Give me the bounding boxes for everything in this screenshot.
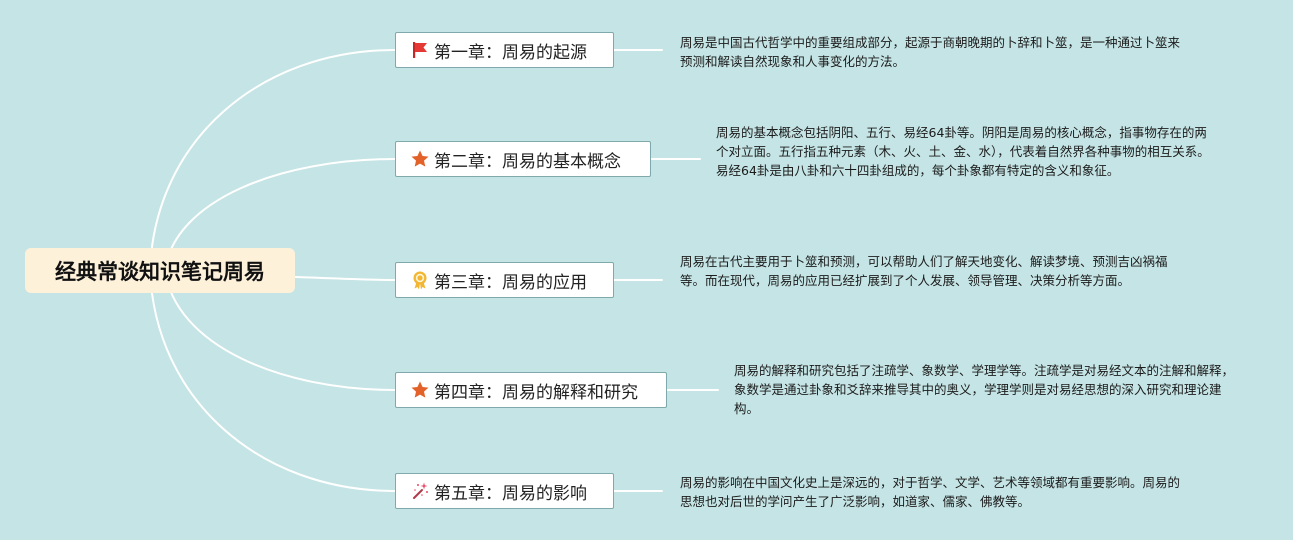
chapter-description-2: 周易的基本概念包括阴阳、五行、易经64卦等。阴阳是周易的核心概念，指事物存在的两…	[716, 125, 1210, 178]
star-icon	[410, 380, 430, 400]
star-icon	[410, 149, 430, 169]
chapter-description-5: 周易的影响在中国文化史上是深远的，对于哲学、文学、艺术等领域都有重要影响。周易的…	[680, 475, 1181, 509]
connector-root-ch5	[149, 269, 396, 492]
chapter-node-4[interactable]: 第四章：周易的解释和研究	[395, 372, 667, 408]
chapter-title-3: 第三章：周易的应用	[434, 272, 587, 293]
chapter-title-4: 第四章：周易的解释和研究	[434, 382, 638, 403]
root-topic-label: 经典常谈知识笔记周易	[55, 259, 265, 284]
medal-icon	[410, 270, 430, 290]
connector-root-ch4	[164, 269, 396, 391]
chapter-description-4: 周易的解释和研究包括了注疏学、象数学、学理学等。注疏学是对易经文本的注解和解释，…	[734, 363, 1235, 416]
chapter-title-2: 第二章：周易的基本概念	[434, 151, 621, 172]
chapter-title-5: 第五章：周易的影响	[434, 483, 587, 504]
chapter-description-3: 周易在古代主要用于卜筮和预测，可以帮助人们了解天地变化、解读梦境、预测吉凶祸福等…	[680, 254, 1168, 288]
connector-root-ch1	[149, 49, 396, 271]
chapter-node-3[interactable]: 第三章：周易的应用	[395, 262, 614, 298]
red-flag-icon	[410, 40, 430, 60]
chapter-node-2[interactable]: 第二章：周易的基本概念	[395, 141, 651, 177]
connector-root-ch3	[294, 276, 396, 281]
chapter-description-1: 周易是中国古代哲学中的重要组成部分，起源于商朝晚期的卜辞和卜筮，是一种通过卜筮来…	[680, 35, 1181, 69]
chapter-node-1[interactable]: 第一章：周易的起源	[395, 32, 614, 68]
connector-root-ch2	[164, 158, 396, 271]
chapter-node-5[interactable]: 第五章：周易的影响	[395, 473, 614, 509]
sparkle-wand-icon	[410, 481, 430, 501]
root-topic[interactable]: 经典常谈知识笔记周易	[25, 248, 295, 293]
chapter-title-1: 第一章：周易的起源	[434, 42, 587, 63]
